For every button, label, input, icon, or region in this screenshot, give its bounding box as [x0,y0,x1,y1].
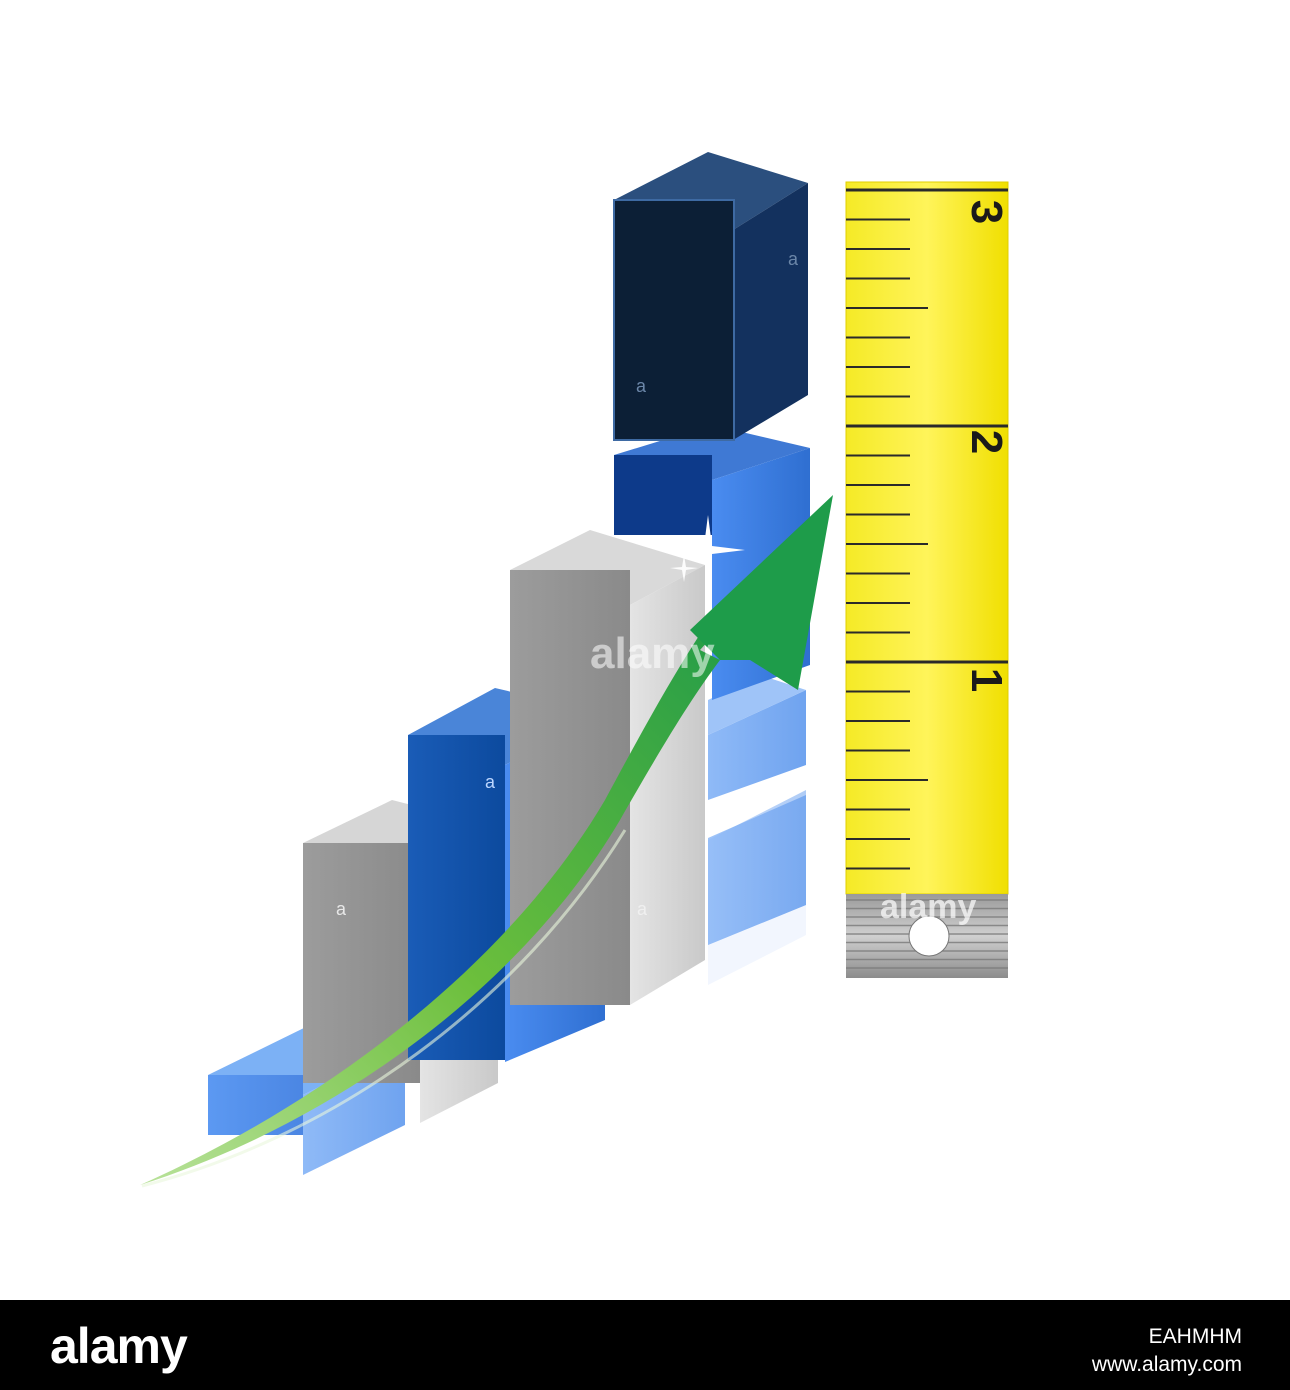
tape-hook: alamy [846,888,1008,978]
ruler-label-2: 2 [962,430,1011,454]
illustration: a a a a a [140,152,1011,1188]
bar-letter-2: a [336,899,347,919]
ruler-ticks [846,188,1008,870]
growth-arrow [140,495,833,1188]
bar-letter-4: a [637,899,648,919]
bar-letter-5a: a [636,376,647,396]
hook-watermark: alamy [880,888,976,926]
footer-logo: alamy [50,1318,188,1374]
tape-measure: 3 2 1 alamy [845,181,1011,978]
footer-image-id: EAHMHM [1148,1325,1242,1348]
ruler-label-1: 1 [962,668,1011,692]
center-watermark: alamy [590,629,715,678]
ruler-label-3: 3 [962,200,1011,224]
sparkle-icon [670,515,745,585]
bar-4: a [510,530,705,1005]
bar-letter-3: a [485,772,496,792]
footer-site: www.alamy.com [1091,1353,1242,1376]
bar-letter-5b: a [788,249,799,269]
footer-bar: alamy EAHMHM www.alamy.com [0,1300,1290,1390]
bar-5-stack: a a [613,152,810,945]
